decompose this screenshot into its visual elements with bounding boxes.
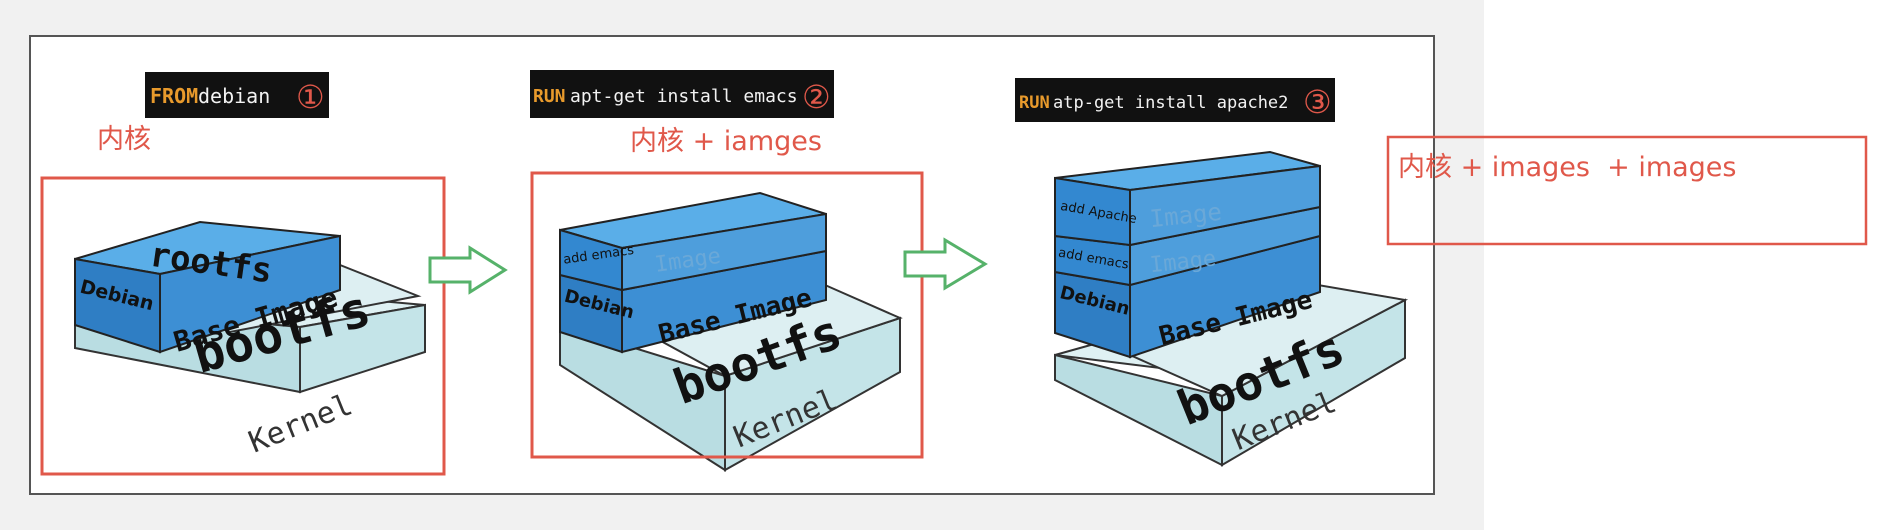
apache-layer-front bbox=[1129, 164, 1321, 247]
annotation-kernel: 内核 bbox=[97, 124, 151, 155]
arrow-right-icon bbox=[903, 237, 988, 291]
annotation-kernel-images-images: 内核 + images + images bbox=[1398, 152, 1737, 183]
emacs-layer-front bbox=[621, 212, 827, 292]
command-bar bbox=[1015, 78, 1335, 122]
command-text: apt-get install emacs bbox=[570, 86, 798, 107]
command-bar bbox=[530, 70, 834, 118]
command-bar bbox=[145, 72, 329, 118]
command-text: atp-get install apache2 bbox=[1053, 93, 1288, 113]
highlight-box bbox=[530, 171, 924, 459]
kernel-layer-side bbox=[299, 303, 426, 394]
command-keyword: RUN bbox=[533, 86, 566, 107]
step-number: ③ bbox=[1303, 83, 1332, 121]
arrow-right-icon bbox=[428, 245, 508, 295]
step-2: RUN apt-get install emacs ② Kernel bootf… bbox=[530, 70, 924, 472]
command-keyword: RUN bbox=[1019, 93, 1050, 113]
annotation-kernel-images: 内核 + iamges bbox=[630, 126, 822, 157]
step-number: ② bbox=[802, 78, 831, 116]
highlight-box bbox=[40, 176, 446, 476]
step-number: ① bbox=[296, 78, 325, 116]
command-keyword: FROM bbox=[150, 84, 198, 108]
annotation-box bbox=[1386, 135, 1868, 246]
base-image-front bbox=[159, 234, 341, 354]
command-text: debian bbox=[198, 84, 270, 108]
